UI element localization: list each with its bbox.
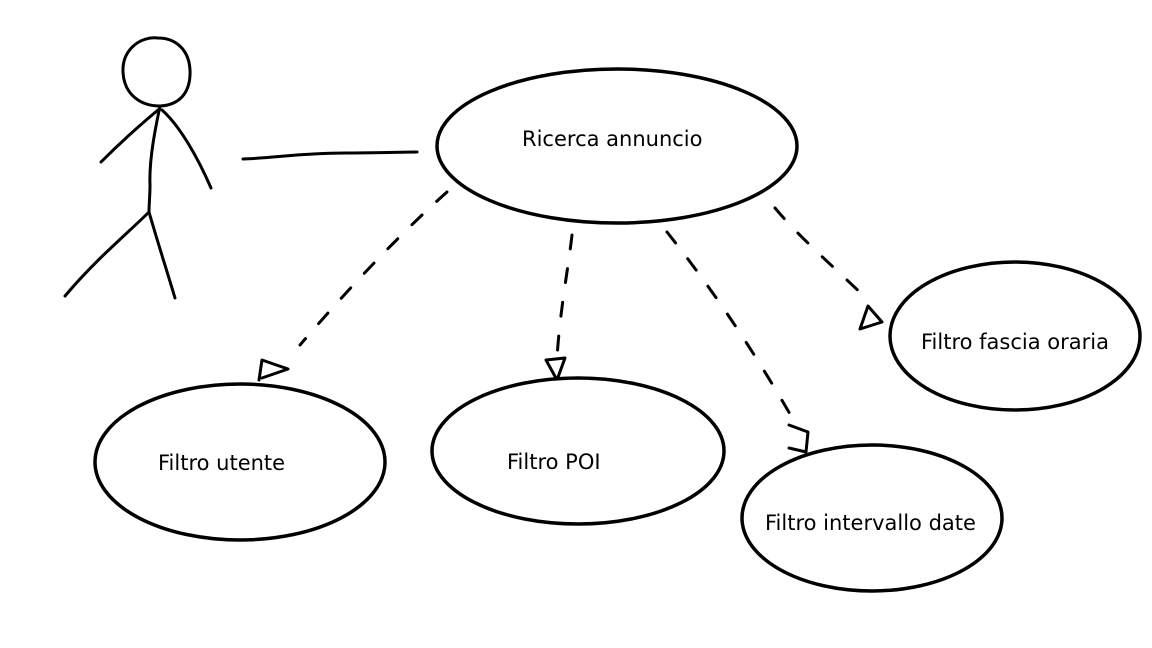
actor-right-leg	[147, 210, 177, 300]
use-case-ricerca-annuncio	[435, 67, 799, 225]
label-filtro-intervallo-date: Filtro intervallo date	[765, 511, 976, 535]
label-filtro-poi: Filtro POI	[507, 450, 601, 474]
arrowhead-filtro-fascia-oraria	[858, 304, 884, 331]
actor-left-leg	[63, 210, 151, 298]
label-filtro-fascia-oraria: Filtro fascia oraria	[921, 330, 1109, 354]
use-case-filtro-utente	[93, 382, 387, 542]
actor-right-arm	[160, 108, 213, 190]
dependency-to-filtro-fascia-oraria	[773, 206, 870, 302]
label-filtro-utente: Filtro utente	[158, 451, 285, 475]
label-ricerca-annuncio: Ricerca annuncio	[522, 127, 703, 151]
actor-left-arm	[99, 108, 160, 164]
actor-head	[121, 36, 192, 108]
use-case-filtro-intervallo-date	[740, 443, 1004, 593]
association-line	[241, 150, 419, 161]
use-case-filtro-fascia-oraria	[888, 260, 1142, 412]
dependency-to-filtro-utente	[298, 190, 449, 347]
dependency-to-filtro-intervallo-date	[665, 230, 800, 430]
use-case-filtro-poi	[430, 376, 726, 526]
arrowhead-filtro-utente	[257, 358, 290, 382]
arrowhead-filtro-intervallo-date	[787, 423, 810, 454]
actor-body	[147, 104, 162, 214]
actor-stick-figure	[63, 36, 213, 300]
dependency-to-filtro-poi	[555, 233, 574, 360]
arrowhead-filtro-poi	[544, 356, 567, 382]
